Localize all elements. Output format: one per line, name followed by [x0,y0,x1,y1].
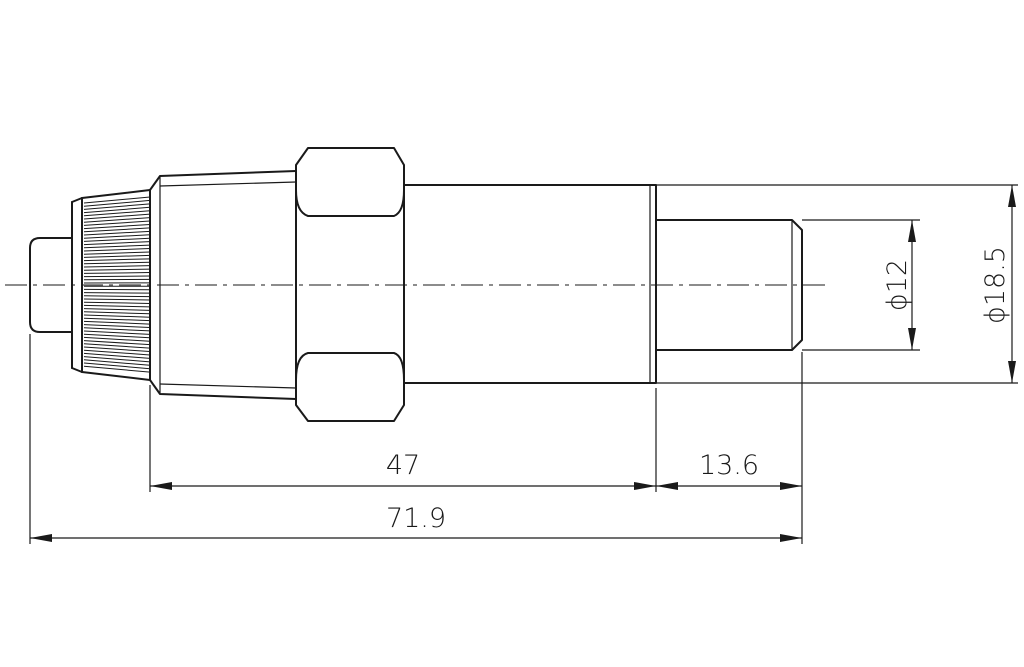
dimension-47: 47 [150,450,656,490]
main-cylinder [403,184,657,384]
knurl-line [83,261,151,265]
knurl-line [83,352,151,359]
knurl-line [83,254,151,258]
knurl-line [83,230,151,236]
knurl-line [83,223,151,230]
knurl-line [83,359,151,366]
knurl-line [83,237,151,242]
knurl-line [83,206,151,214]
knurl-line [83,340,151,346]
tapered-body [149,170,297,400]
knurl-line [83,295,151,298]
knurl-line [83,268,151,271]
knurl-line [83,324,151,328]
knurl-line [83,356,151,363]
knurl-line [83,314,151,318]
knurl-line [83,217,151,223]
dimension-47-label: 47 [386,450,420,481]
knurl-line [83,333,151,339]
knurl-line [83,292,151,294]
knurl-line [83,210,151,217]
knurl-line [83,320,151,325]
end-pin [29,237,73,333]
dimension-71-9: 71.9 [30,503,802,542]
knurl-line [83,248,151,252]
knurl-line [83,196,151,204]
knurl-line [83,272,151,274]
dimension-13-6-label: 13.6 [699,450,759,481]
knurl-line [83,265,151,268]
dimension-71-9-label: 71.9 [386,503,446,534]
knurl-line [83,336,151,342]
knurled-knob [71,189,151,381]
knurl-line [83,349,151,356]
knurl-line [83,275,151,278]
knurl-line [83,308,151,311]
knurl-line [83,203,151,210]
dimension-dia-12-label: ϕ12 [882,259,913,311]
knurl-line [83,251,151,255]
knurl-line [83,199,151,207]
knurl-line [83,311,151,315]
knurl-line [83,362,151,370]
knurl-line [83,330,151,335]
dimension-13-6: 13.6 [656,450,802,490]
knurl-line [83,244,151,249]
knurl-line [83,304,151,308]
dimension-dia-18-5: ϕ18.5 [980,185,1016,383]
dimension-dia-12: ϕ12 [882,220,916,350]
knurl-line [83,213,151,220]
knurl-line [83,227,151,233]
knurl-line [83,365,151,373]
knurl-line [83,241,151,246]
extension-lines [29,184,1018,544]
dimension-dia-18-5-label: ϕ18.5 [980,246,1011,324]
knurl-line [83,301,151,304]
knurl-line [83,327,151,332]
knurl-line [83,234,151,239]
knurl-line [83,343,151,349]
knurl-line [83,220,151,226]
knurl-line [83,258,151,262]
knurl-line [83,298,151,301]
hex-nut [295,147,405,422]
shaft [655,219,803,351]
knurl-line [83,346,151,353]
knurl-line [83,317,151,322]
